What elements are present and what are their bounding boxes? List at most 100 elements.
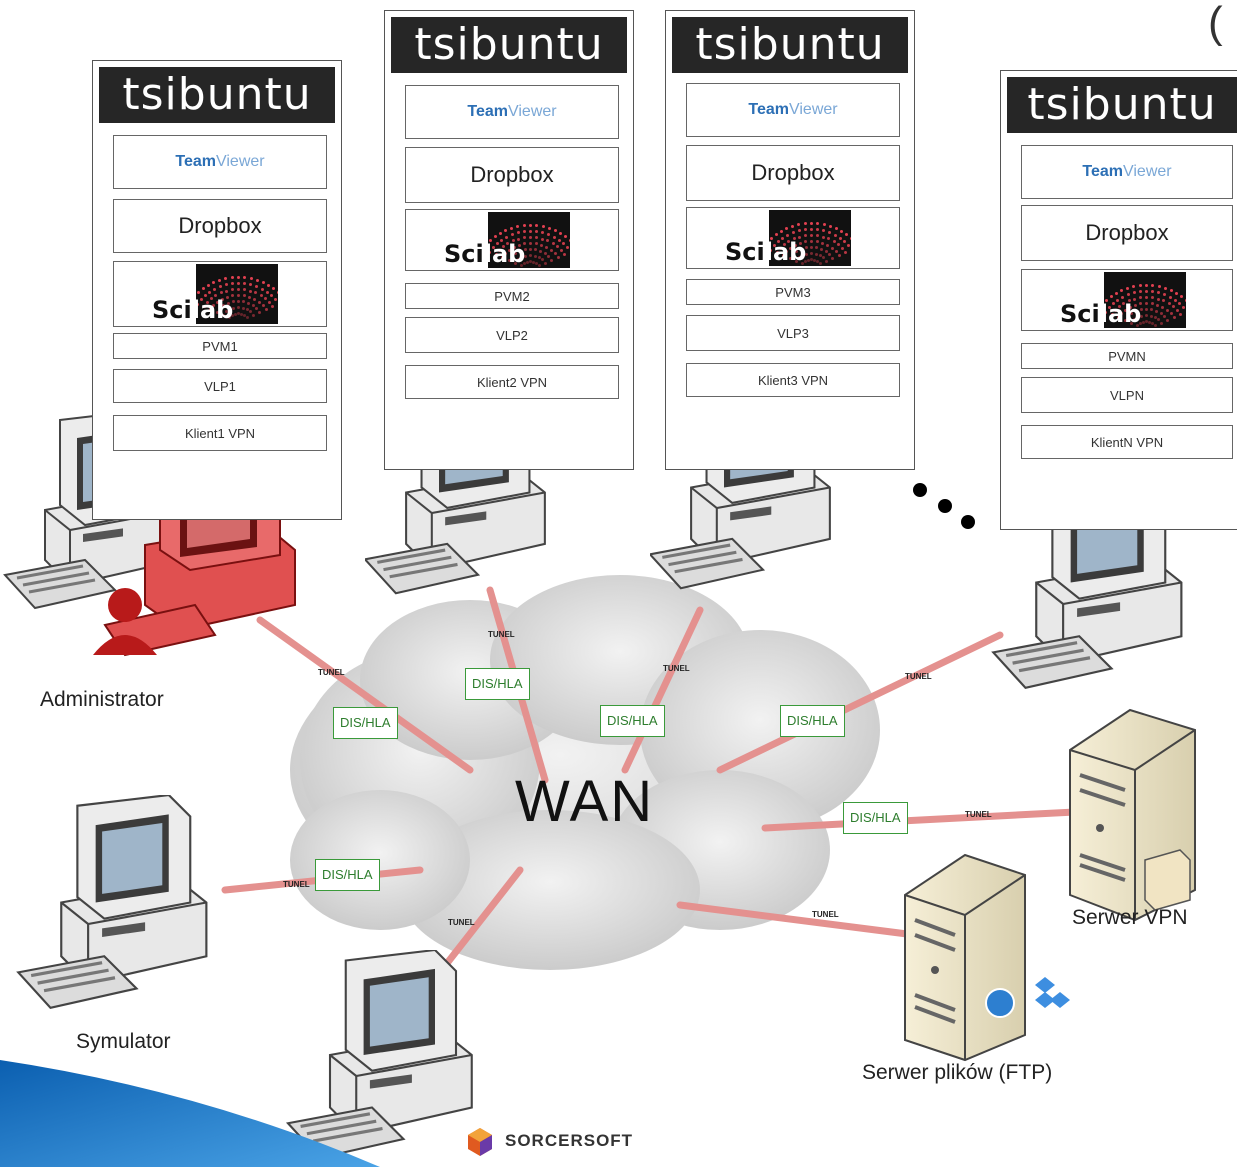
scilab-dot bbox=[564, 235, 568, 239]
scilab-dot bbox=[810, 252, 813, 255]
stack-title: tsibuntu bbox=[99, 67, 335, 123]
scilab-dot bbox=[230, 288, 234, 292]
scilab-dot bbox=[826, 243, 830, 247]
scilab-dot bbox=[799, 247, 803, 251]
scilab-dot bbox=[1145, 296, 1148, 299]
scilab-dot bbox=[523, 248, 527, 252]
scilab-dot bbox=[1182, 306, 1186, 310]
scilab-dot bbox=[214, 294, 218, 298]
scilab-dot bbox=[1133, 297, 1137, 301]
scilab-dot bbox=[1150, 308, 1154, 312]
sorcersoft-logo-icon bbox=[468, 1128, 492, 1156]
vlp-box: VLPN bbox=[1021, 377, 1233, 413]
scilab-dot bbox=[1124, 308, 1128, 312]
scilab-dot bbox=[1126, 315, 1130, 319]
vlp-box: VLP1 bbox=[113, 369, 327, 403]
scilab-dot bbox=[529, 254, 532, 257]
scilab-dot bbox=[219, 291, 223, 295]
scilab-dot bbox=[788, 256, 792, 260]
file-server bbox=[904, 853, 1070, 1062]
scilab-dot bbox=[818, 254, 822, 258]
scilab-dot bbox=[1120, 289, 1124, 293]
scilab-dot bbox=[522, 230, 526, 234]
scilab-dot bbox=[769, 248, 773, 252]
scilab-dot bbox=[541, 258, 545, 262]
scilab-dot bbox=[255, 278, 259, 282]
serwer-plikow-label: Serwer plików (FTP) bbox=[862, 1061, 1053, 1084]
scilab-dot bbox=[243, 314, 247, 318]
tsibuntu-stack-2: tsibuntu TeamViewer Dropbox Scilab PVM2 … bbox=[384, 10, 634, 470]
pvm-box: PVM2 bbox=[405, 283, 619, 309]
dropbox-box: Dropbox bbox=[405, 147, 619, 203]
scilab-dot bbox=[828, 224, 832, 228]
scilab-dot bbox=[1136, 324, 1140, 328]
scilab-dot bbox=[272, 287, 276, 291]
scilab-dot bbox=[249, 283, 253, 287]
scilab-dot bbox=[1175, 291, 1179, 295]
scilab-dot bbox=[212, 304, 216, 308]
scilab-dot bbox=[243, 288, 246, 292]
scilab-dot bbox=[522, 224, 526, 228]
tunel-label: TUNEL bbox=[283, 880, 310, 889]
dis-hla-label: DIS/HLA bbox=[333, 707, 398, 739]
scilab-dot bbox=[797, 229, 801, 233]
scilab-dot bbox=[1132, 285, 1136, 289]
scilab-dot bbox=[1132, 318, 1136, 322]
scilab-dot bbox=[512, 245, 516, 249]
scilab-dot bbox=[202, 305, 206, 309]
scilab-dot bbox=[822, 223, 826, 227]
scilab-dot bbox=[1138, 284, 1142, 288]
scilab-dot bbox=[822, 256, 826, 260]
scilab-dot bbox=[1179, 313, 1183, 317]
scilab-dot bbox=[212, 281, 216, 285]
scilab-dot bbox=[517, 243, 521, 247]
scilab-dot bbox=[222, 313, 226, 317]
scilab-dot bbox=[224, 283, 228, 287]
scilab-dot bbox=[1140, 314, 1144, 318]
dis-hla-label: DIS/HLA bbox=[780, 705, 845, 737]
scilab-dot bbox=[1113, 309, 1117, 313]
scilab-dot bbox=[810, 222, 813, 225]
scilab-dot bbox=[844, 251, 848, 255]
scilab-dot bbox=[537, 264, 541, 268]
tunel-label: TUNEL bbox=[488, 630, 515, 639]
scilab-dot bbox=[241, 306, 245, 310]
scilab-dot bbox=[798, 235, 802, 239]
scilab-dot bbox=[535, 230, 539, 234]
scilab-dot bbox=[824, 250, 828, 254]
scilab-dot bbox=[1166, 318, 1170, 322]
scilab-dot bbox=[810, 240, 813, 243]
scilab-dot bbox=[1130, 312, 1134, 316]
scilab-dot bbox=[772, 244, 776, 248]
scilab-dot bbox=[237, 288, 240, 291]
scilab-dot bbox=[529, 236, 532, 239]
scilab-dot bbox=[529, 230, 532, 233]
scilab-dot bbox=[810, 228, 813, 231]
scilab-box: Scilab bbox=[1021, 269, 1233, 331]
scilab-dot bbox=[237, 306, 240, 309]
scilab-dot bbox=[1139, 308, 1143, 312]
scilab-dot bbox=[1138, 296, 1142, 300]
scilab-dot bbox=[843, 240, 847, 244]
scilab-dot bbox=[786, 233, 790, 237]
scilab-dot bbox=[196, 302, 200, 306]
tunel-label: TUNEL bbox=[663, 664, 690, 673]
scilab-dot bbox=[1145, 314, 1148, 317]
scilab-dot bbox=[264, 308, 268, 312]
scilab-dot bbox=[810, 258, 813, 261]
scilab-dot bbox=[791, 253, 795, 257]
bottom-computer bbox=[286, 950, 474, 1160]
symulator-computer bbox=[16, 795, 209, 1010]
scilab-dot bbox=[534, 242, 538, 246]
scilab-dot bbox=[206, 283, 210, 287]
scilab-dot bbox=[803, 222, 807, 226]
wan-label: WAN bbox=[515, 769, 655, 834]
scilab-dot bbox=[249, 277, 253, 281]
scilab-dot bbox=[540, 243, 544, 247]
scilab-dot bbox=[199, 298, 203, 302]
scilab-dot bbox=[529, 260, 532, 263]
scilab-dot bbox=[1162, 299, 1166, 303]
top-right-paren: ( bbox=[1208, 0, 1223, 47]
scilab-dot bbox=[803, 260, 807, 264]
